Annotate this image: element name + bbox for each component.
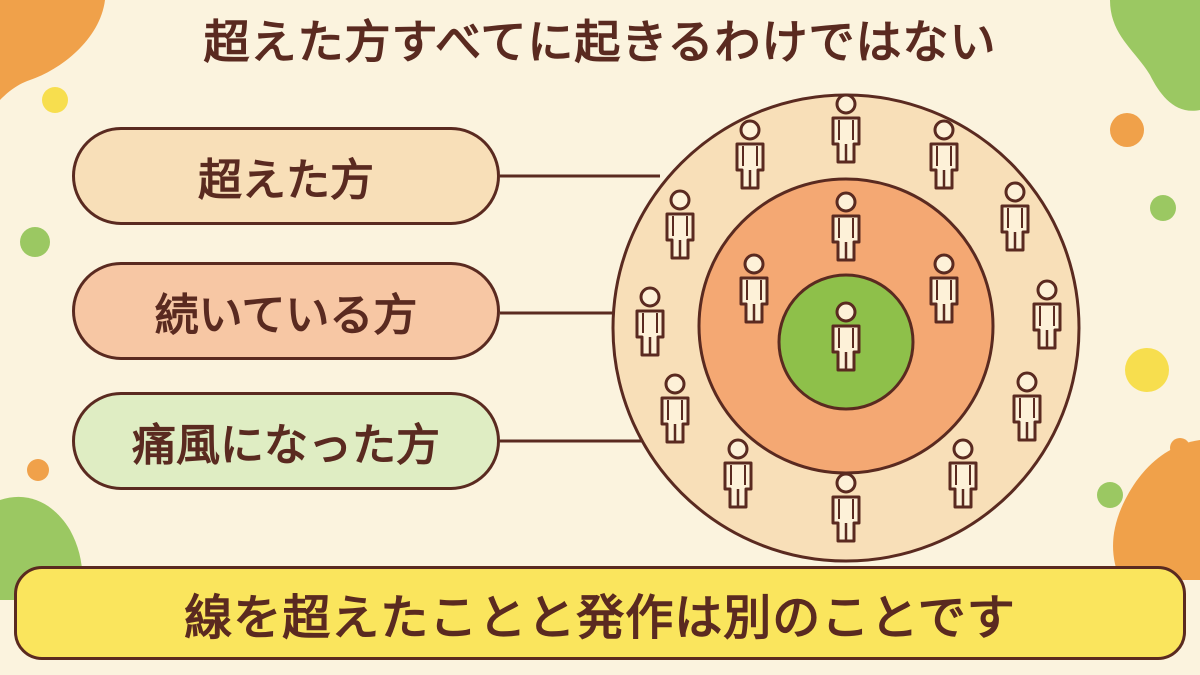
dot <box>1097 482 1123 508</box>
bottom-banner: 線を超えたことと発作は別のことです <box>14 566 1186 660</box>
person-icon <box>1012 371 1042 442</box>
dot <box>1170 438 1190 458</box>
person-icon <box>635 286 665 357</box>
person-icon <box>929 119 959 190</box>
person-icon <box>831 191 861 262</box>
person-icon <box>929 253 959 324</box>
dot <box>1125 348 1169 392</box>
page-title: 超えた方すべてに起きるわけではない <box>203 15 997 69</box>
person-icon <box>660 373 690 444</box>
person-icon <box>948 438 978 509</box>
person-icon <box>723 438 753 509</box>
person-icon <box>739 253 769 324</box>
person-icon <box>831 301 861 372</box>
dot <box>1110 113 1144 147</box>
person-icon <box>1032 279 1062 350</box>
label-middle: 続いている方 <box>72 262 500 360</box>
person-icon <box>831 472 861 543</box>
label-inner: 痛風になった方 <box>72 392 500 490</box>
label-outer: 超えた方 <box>72 127 500 225</box>
blob-top-right <box>1110 0 1200 111</box>
person-icon <box>831 93 861 164</box>
dot <box>42 87 68 113</box>
blob-bottom-right <box>1113 440 1200 580</box>
dot <box>20 227 50 257</box>
dot <box>27 459 49 481</box>
person-icon <box>1000 181 1030 252</box>
dot <box>1150 195 1176 221</box>
person-icon <box>735 119 765 190</box>
blob-top-left <box>0 0 105 100</box>
person-icon <box>665 189 695 260</box>
